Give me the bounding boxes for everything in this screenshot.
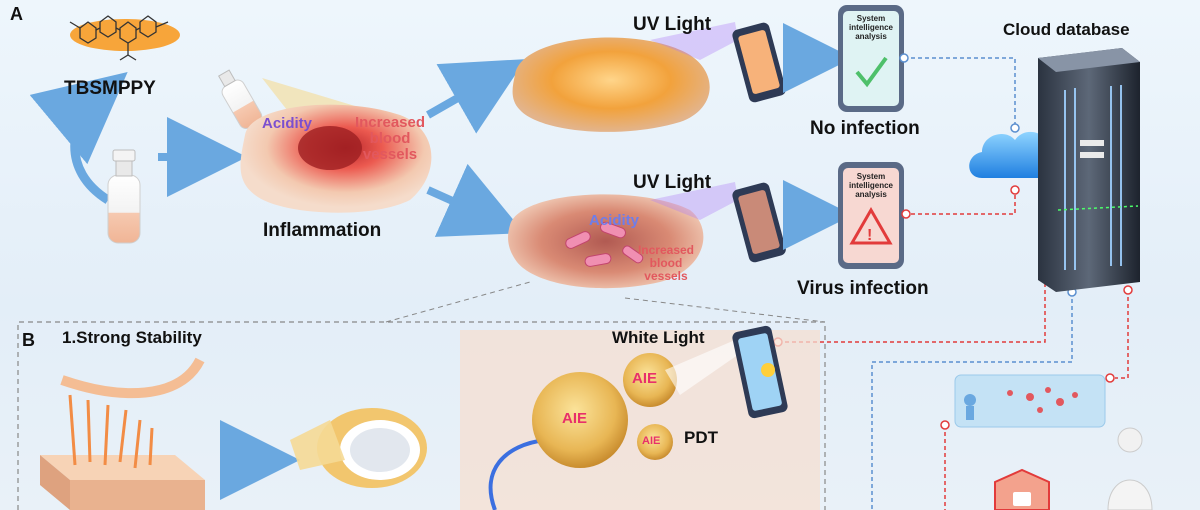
arrow-to-healthy-wound	[426, 59, 526, 134]
inflammation-label: Inflammation	[263, 220, 382, 241]
uv-beam-bottom	[650, 182, 738, 220]
panel-b-letter: B	[22, 330, 35, 350]
spray-bottle	[107, 174, 141, 244]
white-light-label: White Light	[612, 328, 705, 347]
bacteria-cluster	[565, 221, 644, 267]
link-white-light-server	[778, 270, 1046, 343]
infected-wound	[508, 194, 704, 289]
panel-b-frame	[17, 321, 826, 510]
virus-infection-label: Virus infection	[797, 278, 929, 299]
cloud-icon	[969, 131, 1059, 178]
cloud-database-label: Cloud database	[1003, 20, 1130, 39]
analysis-phone-bottom: !	[838, 162, 904, 269]
link-virus-cloud	[904, 190, 1016, 215]
strong-stability-label: 1.Strong Stability	[62, 328, 202, 347]
no-infection-label: No infection	[810, 118, 920, 139]
link-no-infection-cloud	[904, 57, 1016, 128]
svg-text:!: !	[867, 227, 872, 244]
curved-up-arrow	[29, 71, 128, 204]
server-icon	[1038, 48, 1140, 292]
security-shield-icon	[994, 468, 1050, 510]
uv-phone-bottom	[732, 182, 786, 263]
researcher-figure	[1107, 427, 1153, 510]
uv-light-label-top: UV Light	[633, 14, 712, 35]
aie-particle-medium	[623, 353, 677, 407]
aie-particle-large	[532, 372, 628, 468]
blood-vessels-label-infected: Increased blood vessels	[637, 243, 695, 283]
pdt-label: PDT	[684, 428, 718, 447]
uv-phone-top	[732, 22, 786, 103]
white-light-phone	[732, 325, 788, 419]
analytics-dashboard	[954, 374, 1106, 428]
aie-label-large: AIE	[562, 410, 588, 427]
panel-a-letter: A	[10, 4, 23, 24]
acidity-label-top: Acidity	[262, 115, 313, 132]
aie-particle-small	[637, 424, 673, 460]
analysis-text-top: System intelligence analysis	[848, 14, 893, 41]
aie-label-small: AIE	[642, 435, 661, 447]
aie-label-medium: AIE	[632, 370, 658, 387]
link-server-bottom-blue	[871, 292, 1073, 510]
healthy-wound	[512, 37, 710, 132]
arrow-to-infected-wound	[426, 163, 525, 237]
acidity-label-infected: Acidity	[589, 212, 640, 229]
tape-roll	[290, 408, 427, 488]
skin-tissue-block	[40, 357, 205, 510]
uv-beam-top	[650, 22, 738, 60]
molecule-highlight	[70, 19, 180, 51]
blood-vessels-label-top: Increased blood vessels	[354, 114, 426, 163]
white-light-beam	[665, 340, 742, 395]
uv-light-label-bottom: UV Light	[633, 172, 712, 193]
compound-name: TBSMPPY	[64, 78, 156, 99]
analysis-phone-top	[838, 5, 904, 112]
analysis-text-bottom: System intelligence analysis	[848, 172, 893, 199]
molecule-icon	[69, 15, 169, 61]
